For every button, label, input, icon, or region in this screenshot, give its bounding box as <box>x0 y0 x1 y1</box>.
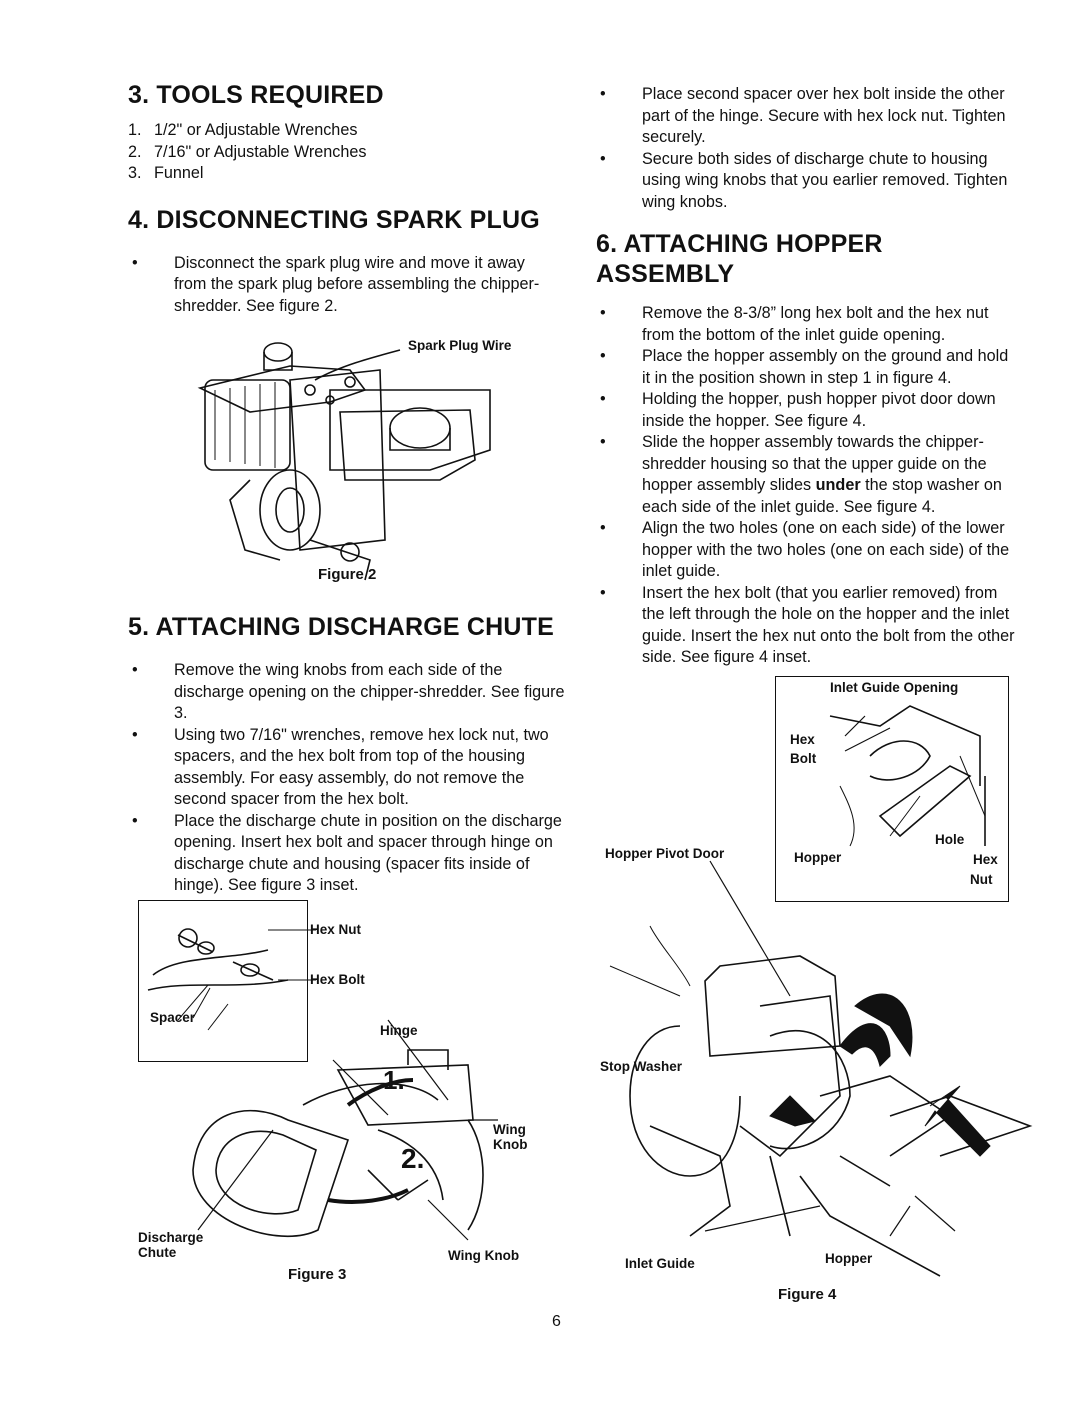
hex-nut-label-1: Hex <box>973 852 998 867</box>
figure-3-caption: Figure 3 <box>288 1266 347 1283</box>
tools-heading: 3. TOOLS REQUIRED <box>128 81 384 109</box>
list-item: 1.1/2" or Adjustable Wrenches <box>128 121 358 139</box>
inlet-guide-opening-callout: Inlet Guide Opening <box>830 680 959 695</box>
spark-plug-wire-callout: Spark Plug Wire <box>408 338 512 353</box>
discharge-bullets: •Remove the wing knobs from each side of… <box>128 660 568 897</box>
hopper-pivot-door-callout: Hopper Pivot Door <box>605 846 725 861</box>
list-item: •Place second spacer over hex bolt insid… <box>600 85 1006 146</box>
list-item: •Place the hopper assembly on the ground… <box>600 347 1009 387</box>
page-number: 6 <box>552 1313 561 1330</box>
list-item: •Remove the wing knobs from each side of… <box>132 661 565 722</box>
left-column: 3. TOOLS REQUIRED 1.1/2" or Adjustable W… <box>128 80 558 317</box>
discharge-continued-bullets: •Place second spacer over hex bolt insid… <box>596 84 1020 213</box>
hopper-callout: Hopper <box>825 1251 873 1266</box>
figure-2-caption: Figure 2 <box>318 566 377 583</box>
discharge-heading: 5. ATTACHING DISCHARGE CHUTE <box>128 613 554 641</box>
list-item: •Insert the hex bolt (that you earlier r… <box>600 583 1015 667</box>
figure-4: Inlet Guide Opening Hex Bolt Hole Hopper… <box>590 676 1033 1306</box>
inlet-guide-callout: Inlet Guide <box>625 1256 695 1271</box>
hex-bolt-label-2: Bolt <box>790 751 817 766</box>
discharge-chute-callout: Discharge Chute <box>138 1230 204 1260</box>
list-item: •Slide the hopper assembly towards the c… <box>600 433 1002 516</box>
wing-knob-right-callout: Wing Knob <box>493 1122 528 1152</box>
stop-washer-callout: Stop Washer <box>600 1059 683 1074</box>
step-1-label: 1. <box>383 1065 405 1095</box>
hinge-callout: Hinge <box>380 1023 418 1038</box>
hex-nut-label-2: Nut <box>970 872 993 887</box>
discharge-section: 5. ATTACHING DISCHARGE CHUTE •Remove the… <box>128 612 568 897</box>
tools-list: 1.1/2" or Adjustable Wrenches 2.7/16" or… <box>128 120 558 185</box>
hopper-illustration <box>609 705 1033 1277</box>
step-2-label: 2. <box>401 1143 425 1174</box>
hole-callout: Hole <box>935 832 965 847</box>
figure-4-caption: Figure 4 <box>778 1286 837 1303</box>
spark-heading: 4. DISCONNECTING SPARK PLUG <box>128 205 540 234</box>
discharge-chute-illustration <box>147 928 498 1241</box>
hex-bolt-callout: Hex Bolt <box>310 972 365 987</box>
spark-bullets: •Disconnect the spark plug wire and move… <box>128 253 558 318</box>
list-item: •Secure both sides of discharge chute to… <box>600 149 1008 211</box>
hopper-heading: 6. ATTACHING HOPPER ASSEMBLY <box>596 230 883 288</box>
emphasis-text: under <box>815 476 861 494</box>
spacer-callout: Spacer <box>150 1010 196 1025</box>
figure-3-inset <box>138 900 308 1062</box>
list-item: •Using two 7/16" wrenches, remove hex lo… <box>132 725 549 809</box>
figure-2: Spark Plug Wire Figure 2 <box>190 330 530 590</box>
hopper-bullets: •Remove the 8-3/8” long hex bolt and the… <box>596 303 1020 669</box>
list-item: •Place the discharge chute in position o… <box>132 811 562 895</box>
list-item: •Disconnect the spark plug wire and move… <box>132 253 540 315</box>
hex-nut-callout: Hex Nut <box>310 922 362 937</box>
hopper-inset-callout: Hopper <box>794 850 842 865</box>
figure-4-inset <box>775 676 1009 902</box>
figure-3: Hex Nut Hex Bolt Spacer Hinge 1. 2. Wing… <box>138 900 558 1285</box>
list-item: 3.Funnel <box>128 164 204 182</box>
list-item: 2.7/16" or Adjustable Wrenches <box>128 142 367 161</box>
list-item: •Holding the hopper, push hopper pivot d… <box>600 390 996 430</box>
list-item: •Remove the 8-3/8” long hex bolt and the… <box>600 304 989 344</box>
hex-bolt-label-1: Hex <box>790 732 815 747</box>
engine-illustration <box>197 342 491 581</box>
right-column: •Place second spacer over hex bolt insid… <box>596 84 1020 669</box>
wing-knob-bottom-callout: Wing Knob <box>448 1248 520 1263</box>
list-item: •Align the two holes (one on each side) … <box>600 519 1010 580</box>
